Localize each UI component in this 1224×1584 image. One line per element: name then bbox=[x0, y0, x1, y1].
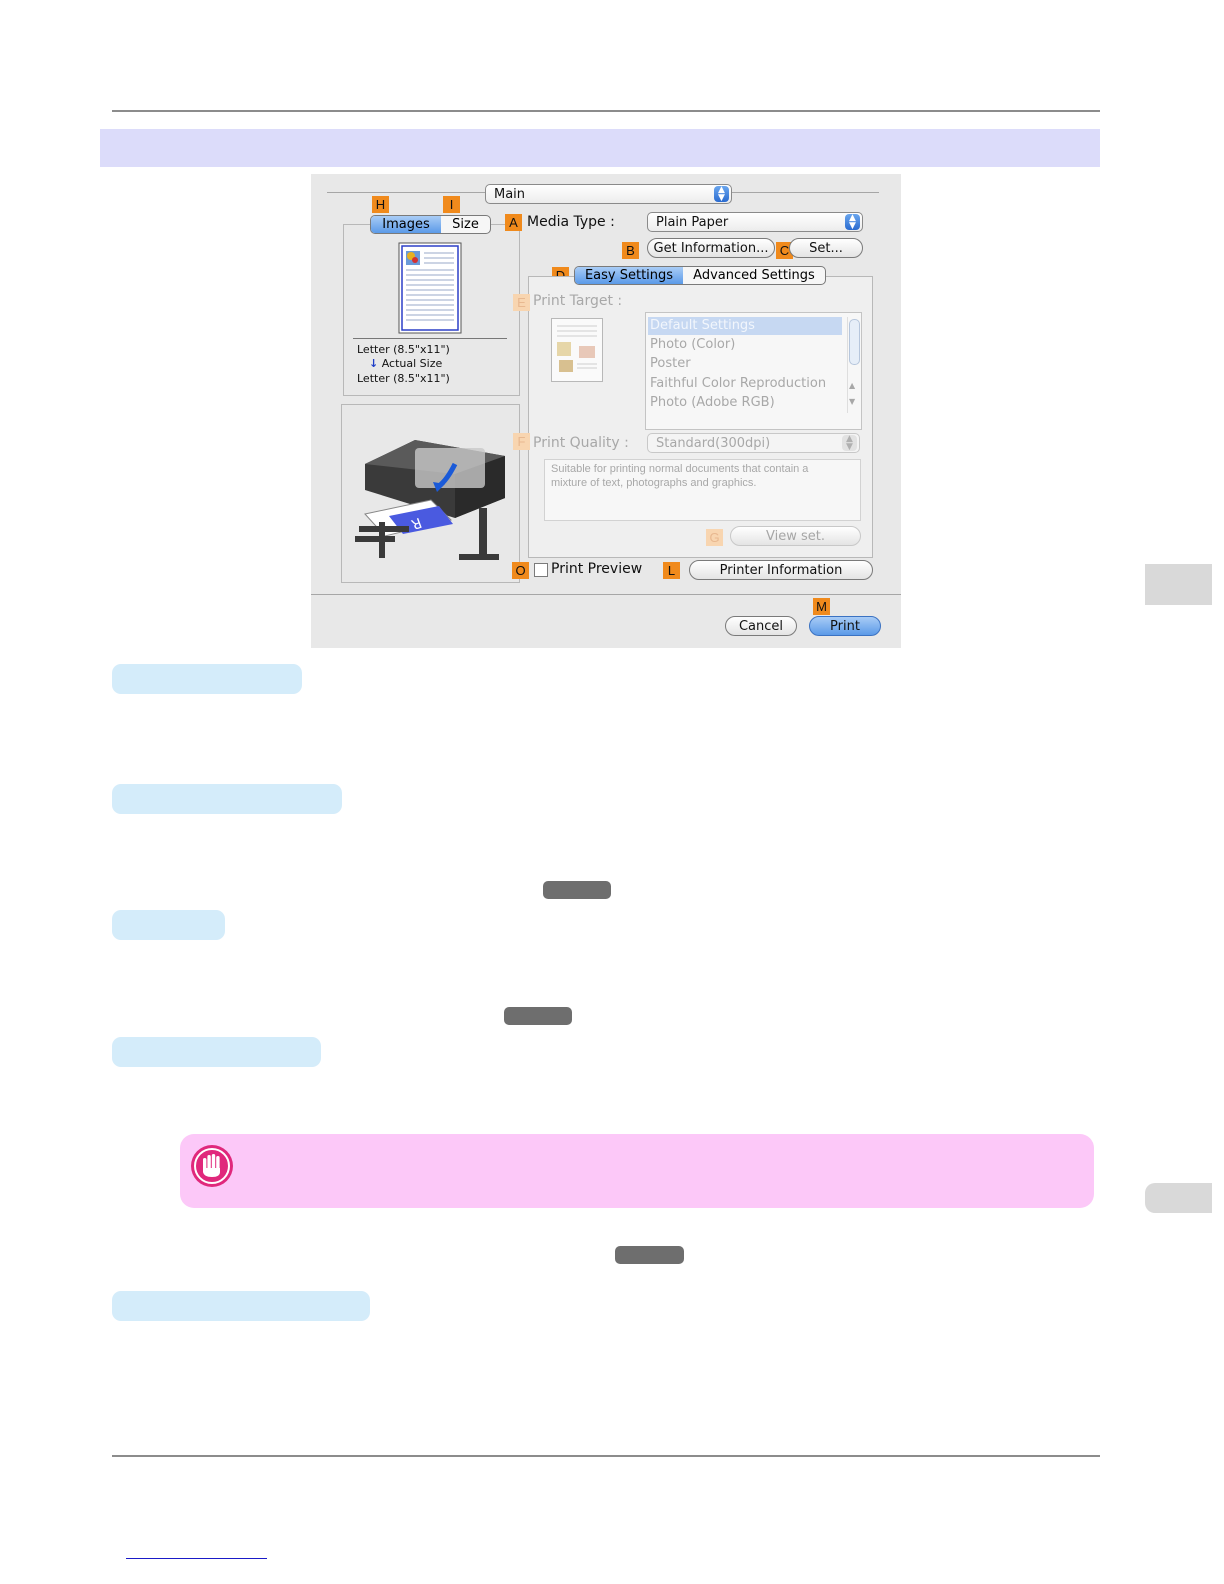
callout-o: O bbox=[512, 562, 529, 579]
tab-images[interactable]: Images bbox=[371, 216, 441, 233]
scroll-down-arrow-icon[interactable]: ▼ bbox=[849, 397, 856, 406]
print-preview-label: Print Preview bbox=[551, 561, 643, 577]
list-item[interactable]: Faithful Color Reproduction bbox=[650, 376, 827, 391]
cancel-button[interactable]: Cancel bbox=[725, 616, 797, 636]
heading-pill bbox=[112, 784, 342, 814]
panel-popup[interactable]: Main ▲▼ bbox=[485, 184, 732, 204]
up-down-arrows-icon: ▲▼ bbox=[842, 435, 857, 452]
input-size-text: Letter (8.5"x11") bbox=[357, 343, 450, 356]
callout-h: H bbox=[372, 196, 389, 213]
list-item-selected[interactable]: Default Settings bbox=[648, 317, 842, 335]
up-down-arrows-icon: ▲▼ bbox=[845, 214, 860, 231]
list-scrollbar[interactable]: ▲ ▼ bbox=[847, 317, 860, 413]
list-item[interactable]: Photo (Adobe RGB) bbox=[650, 395, 775, 410]
tab-size[interactable]: Size bbox=[452, 217, 479, 232]
callout-m: M bbox=[813, 598, 830, 615]
reference-link-badge[interactable] bbox=[543, 881, 611, 899]
callout-a: A bbox=[505, 214, 522, 231]
chapter-index-tab bbox=[1145, 564, 1212, 605]
print-target-list[interactable]: Default Settings Photo (Color) Poster Fa… bbox=[645, 312, 862, 430]
print-dialog: Main ▲▼ H I Images Size Letter (8.5"x11"… bbox=[311, 174, 901, 648]
description-box: Suitable for printing normal documents t… bbox=[544, 459, 861, 521]
section-banner bbox=[100, 129, 1100, 167]
important-note-box bbox=[180, 1134, 1094, 1208]
page-preview-thumbnail bbox=[398, 242, 462, 334]
heading-pill bbox=[112, 1291, 370, 1321]
media-type-popup[interactable]: Plain Paper ▲▼ bbox=[647, 212, 863, 232]
heading-pill bbox=[112, 664, 302, 694]
print-button[interactable]: Print bbox=[809, 616, 881, 636]
callout-i: I bbox=[443, 196, 460, 213]
printer-information-button[interactable]: Printer Information bbox=[689, 560, 873, 580]
preview-tabs: Images Size bbox=[370, 215, 491, 234]
scroll-up-arrow-icon[interactable]: ▲ bbox=[849, 381, 856, 390]
reference-link-badge[interactable] bbox=[504, 1007, 572, 1025]
bottom-rule bbox=[112, 1455, 1100, 1457]
set-button[interactable]: Set... bbox=[789, 238, 863, 258]
callout-c: C bbox=[776, 242, 793, 259]
section-index-tab bbox=[1145, 1183, 1212, 1213]
scale-text: Actual Size bbox=[381, 357, 443, 370]
view-set-button[interactable]: View set. bbox=[730, 526, 861, 546]
dialog-bottom-line bbox=[311, 594, 901, 595]
down-arrow-icon: ↓ bbox=[369, 357, 379, 370]
scroll-thumb[interactable] bbox=[849, 319, 860, 365]
list-item[interactable]: Poster bbox=[650, 356, 691, 371]
up-down-arrows-icon: ▲▼ bbox=[714, 186, 729, 203]
print-target-label: Print Target : bbox=[533, 293, 623, 309]
callout-b: B bbox=[622, 242, 639, 259]
settings-tabs: Easy Settings Advanced Settings bbox=[574, 266, 826, 285]
tab-advanced-settings[interactable]: Advanced Settings bbox=[693, 268, 815, 283]
output-size-text: Letter (8.5"x11") bbox=[357, 372, 450, 385]
scale-row: ↓ Actual Size bbox=[369, 357, 442, 370]
tab-easy-settings[interactable]: Easy Settings bbox=[575, 267, 683, 284]
callout-l: L bbox=[663, 562, 680, 579]
preview-divider bbox=[353, 338, 507, 339]
print-quality-label: Print Quality : bbox=[533, 435, 629, 451]
get-information-button[interactable]: Get Information... bbox=[647, 238, 775, 258]
footer-link-underline bbox=[126, 1558, 267, 1559]
print-target-thumbnail bbox=[551, 318, 603, 382]
callout-g: G bbox=[706, 529, 723, 546]
print-preview-checkbox[interactable] bbox=[534, 563, 548, 577]
heading-pill bbox=[112, 1037, 321, 1067]
description-text: Suitable for printing normal documents t… bbox=[551, 463, 809, 489]
hand-stop-icon bbox=[191, 1145, 233, 1187]
callout-f: F bbox=[513, 433, 530, 450]
reference-link-badge[interactable] bbox=[615, 1246, 684, 1264]
print-quality-popup[interactable]: Standard(300dpi) ▲▼ bbox=[647, 433, 860, 453]
printer-illustration: R bbox=[355, 440, 505, 560]
callout-e: E bbox=[513, 294, 530, 311]
list-item[interactable]: Photo (Color) bbox=[650, 337, 736, 352]
media-type-label: Media Type : bbox=[527, 214, 615, 230]
heading-pill bbox=[112, 910, 225, 940]
top-rule bbox=[112, 110, 1100, 112]
